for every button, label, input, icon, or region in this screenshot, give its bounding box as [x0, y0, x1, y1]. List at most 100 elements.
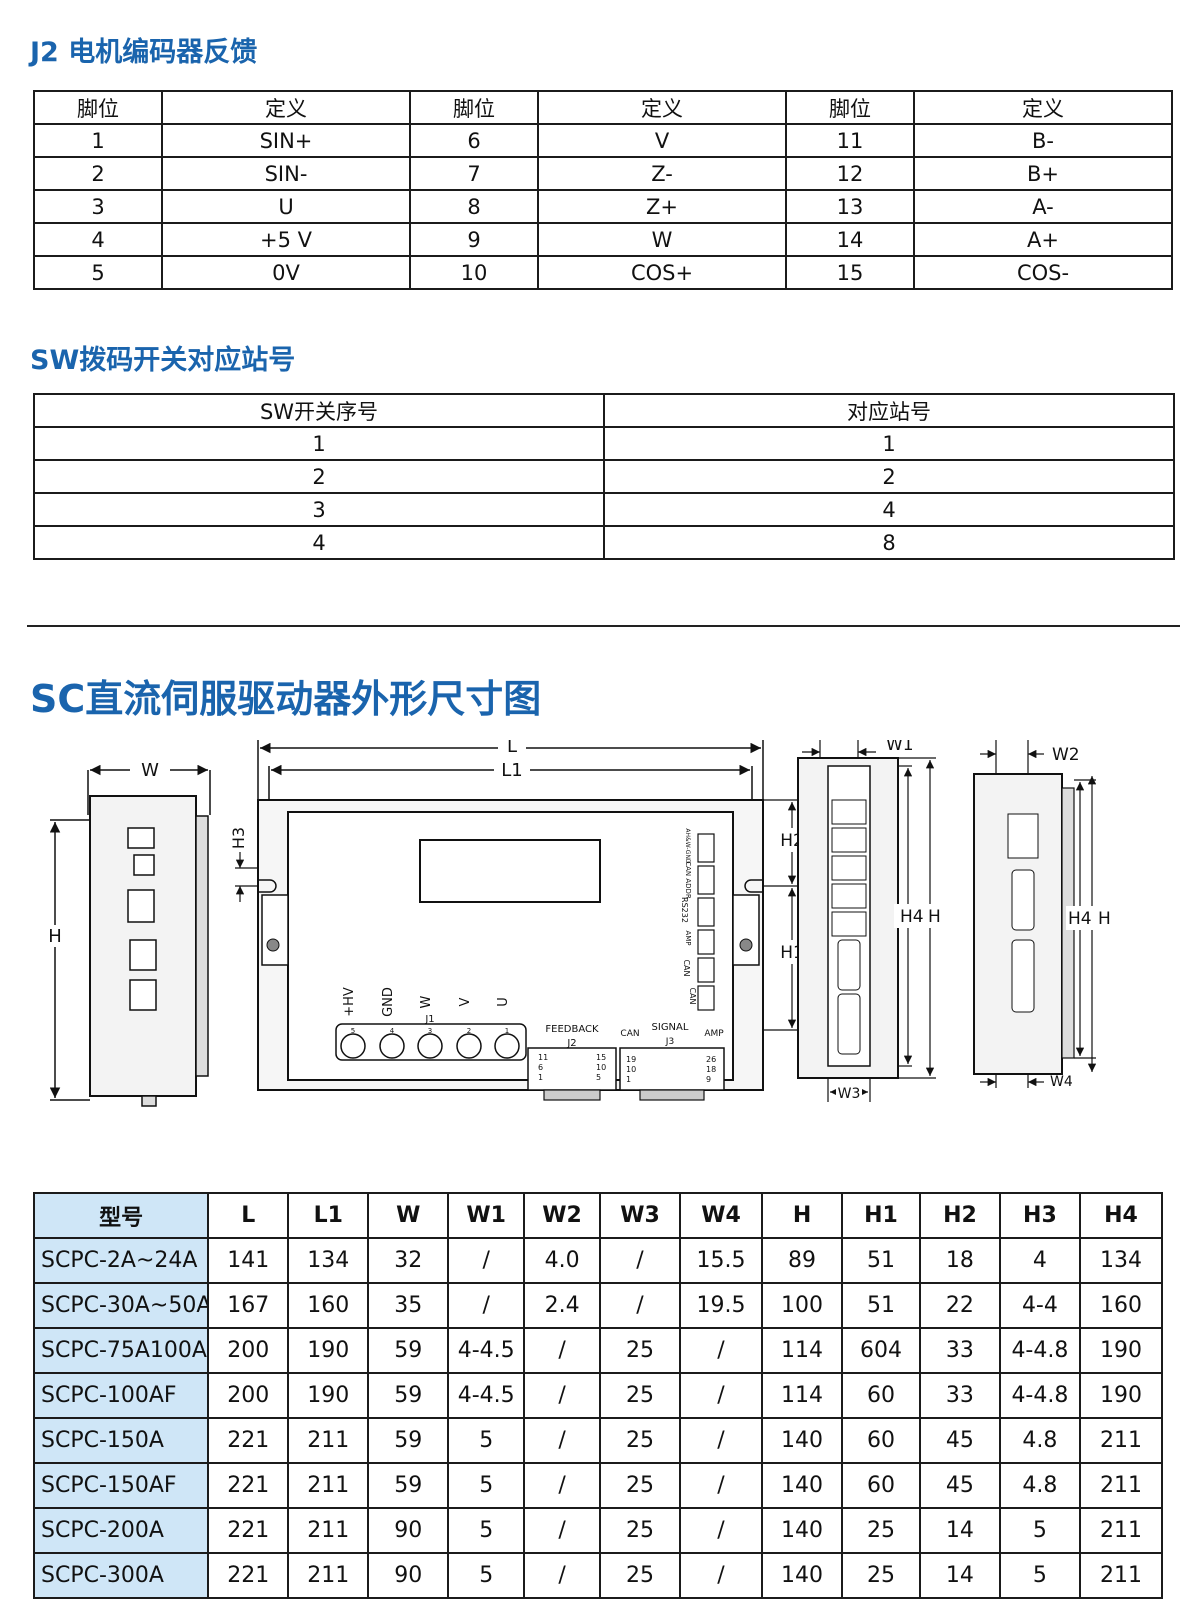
table-cell: 59	[367, 1417, 450, 1464]
table-cell: 5	[447, 1462, 526, 1509]
table-cell: SCPC-150AF	[32, 1462, 210, 1509]
table-cell: 140	[761, 1462, 844, 1509]
pin-number: 15	[596, 1053, 606, 1062]
table-cell: 114	[761, 1327, 844, 1374]
column-header: 定义	[537, 90, 787, 125]
column-header: W2	[523, 1192, 602, 1239]
column-header: H3	[998, 1192, 1081, 1239]
table-cell: /	[678, 1462, 764, 1509]
table-cell: 12	[785, 156, 915, 191]
pin-number: 6	[538, 1063, 543, 1072]
table-cell: 100	[761, 1282, 844, 1329]
port-label: RS232	[680, 897, 689, 923]
table-cell: 160	[287, 1282, 370, 1329]
table-cell: 190	[1078, 1372, 1164, 1419]
sc-section-title: SC直流伺服驱动器外形尺寸图	[30, 677, 542, 721]
table-cell: 2	[33, 459, 605, 494]
table-cell: /	[523, 1507, 602, 1554]
table-cell: A-	[913, 189, 1173, 224]
terminal-number: 4	[390, 1027, 395, 1035]
table-cell: 8	[409, 189, 539, 224]
table-cell: 211	[1078, 1417, 1164, 1464]
table-cell: 25	[841, 1507, 921, 1554]
table-cell: U	[161, 189, 411, 224]
j2-connector-label: J2	[566, 1038, 576, 1049]
table-cell: W	[537, 222, 787, 257]
signal-connector: CAN SIGNAL J3 AMP 19 10 1 26 18 9	[619, 1022, 725, 1101]
table-cell: 45	[918, 1417, 1001, 1464]
table-cell: 200	[207, 1327, 290, 1374]
table-cell: /	[523, 1327, 602, 1374]
table-cell: /	[599, 1282, 681, 1329]
w4-label: W4	[1050, 1074, 1073, 1090]
table-cell: 140	[761, 1507, 844, 1554]
table-cell: 114	[761, 1372, 844, 1419]
table-cell: 5	[447, 1507, 526, 1554]
table-cell: /	[447, 1282, 526, 1329]
table-cell: 89	[761, 1237, 844, 1284]
side-w-label: W	[141, 760, 159, 781]
terminal-number: 2	[467, 1027, 471, 1035]
pin-number: 26	[706, 1055, 716, 1064]
table-cell: 8	[603, 525, 1175, 560]
table-cell: 18	[918, 1237, 1001, 1284]
column-header: 脚位	[785, 90, 915, 125]
table-cell: 211	[1078, 1507, 1164, 1554]
port-label: AH&W-GND	[684, 828, 691, 864]
table-cell: 2	[33, 156, 163, 191]
right-h-label: H	[928, 907, 941, 927]
table-cell: 211	[287, 1507, 370, 1554]
table-cell: 45	[918, 1462, 1001, 1509]
table-cell: SIN-	[161, 156, 411, 191]
table-cell: SIN+	[161, 123, 411, 158]
w2-label: W2	[1052, 745, 1080, 765]
column-header: 脚位	[409, 90, 539, 125]
table-cell: 4.8	[998, 1417, 1081, 1464]
j1-label: J1	[424, 1014, 434, 1025]
port-label: CAN	[682, 959, 691, 976]
side-port-labels: AH&W-GND CAN ADDR RS232 AMP CAN CAN	[680, 828, 715, 1011]
table-cell: /	[678, 1507, 764, 1554]
signal-label: SIGNAL	[652, 1022, 689, 1033]
w3-label: W3	[838, 1086, 861, 1102]
terminal-label: GND	[381, 987, 396, 1017]
column-header: 型号	[32, 1192, 210, 1239]
table-cell: 32	[367, 1237, 450, 1284]
table-cell: 90	[367, 1552, 450, 1599]
table-cell: 4.8	[998, 1462, 1081, 1509]
column-header: H	[761, 1192, 844, 1239]
l-label: L	[507, 740, 517, 757]
table-cell: 1	[33, 426, 605, 461]
terminal-label: +HV	[342, 987, 357, 1017]
dimension-drawings: W H L L1 H3	[44, 740, 1126, 1107]
l1-label: L1	[501, 760, 522, 781]
column-header: H4	[1078, 1192, 1164, 1239]
table-cell: 211	[1078, 1462, 1164, 1509]
table-cell: 11	[785, 123, 915, 158]
table-cell: 60	[841, 1372, 921, 1419]
table-cell: 10	[409, 255, 539, 290]
side-h-label: H	[48, 926, 62, 947]
table-cell: SCPC-30A~50A	[32, 1282, 210, 1329]
table-cell: 140	[761, 1417, 844, 1464]
far-h4-label: H4	[1068, 909, 1092, 929]
table-cell: 22	[918, 1282, 1001, 1329]
table-cell: 5	[447, 1417, 526, 1464]
table-cell: /	[678, 1372, 764, 1419]
table-cell: SCPC-150A	[32, 1417, 210, 1464]
terminal-label: U	[496, 997, 511, 1007]
table-cell: COS+	[537, 255, 787, 290]
table-cell: 33	[918, 1372, 1001, 1419]
